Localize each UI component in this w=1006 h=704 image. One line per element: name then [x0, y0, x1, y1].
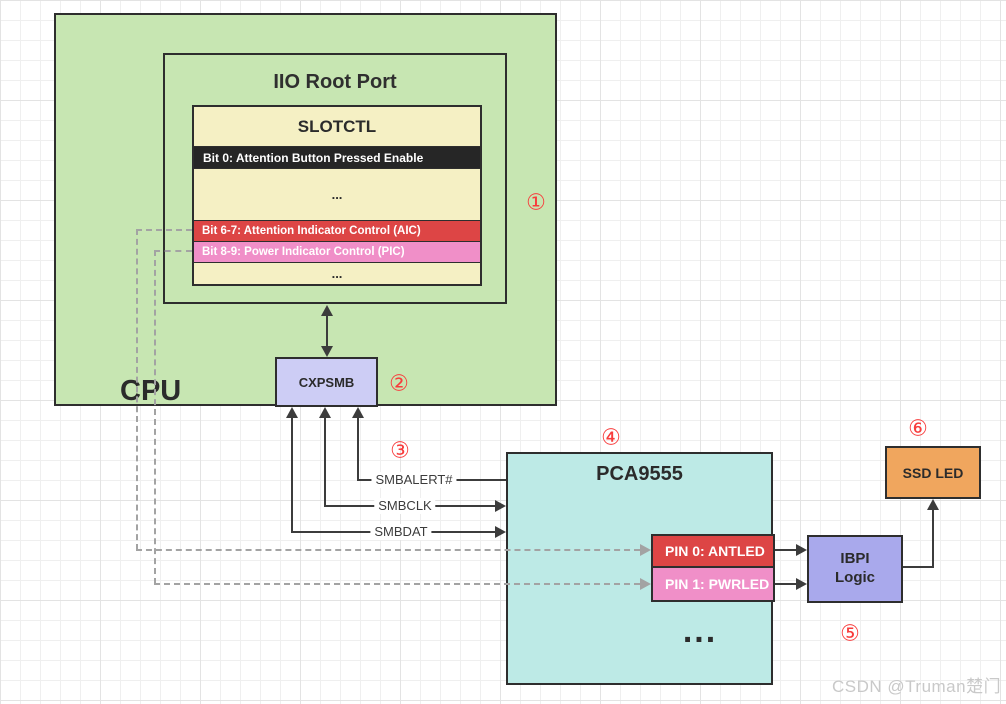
dashed-line	[154, 583, 640, 585]
arrowhead-right-icon	[640, 544, 651, 556]
slotctl-row-bit0: Bit 0: Attention Button Pressed Enable	[194, 146, 480, 168]
pca9555-pin1-pwrled: PIN 1: PWRLED	[651, 566, 775, 602]
ibpi-logic-block: IBPI Logic	[807, 535, 903, 603]
pca9555-ellipsis: ...	[682, 612, 718, 650]
arrowhead-up-icon	[927, 499, 939, 510]
arrowhead-right-icon	[796, 578, 807, 590]
dashed-line	[136, 549, 640, 551]
connector-line	[326, 314, 328, 348]
arrowhead-up-icon	[321, 305, 333, 316]
arrowhead-right-icon	[640, 578, 651, 590]
dashed-line	[136, 229, 138, 550]
slotctl-row-ellipsis-1: ...	[194, 168, 480, 220]
arrowhead-down-icon	[321, 346, 333, 357]
slotctl-title: SLOTCTL	[297, 116, 377, 136]
annotation-2: ②	[389, 371, 409, 397]
signal-label-smbdat: SMBDAT	[370, 524, 432, 540]
slotctl-row-ellipsis-2: ...	[194, 262, 480, 284]
arrowhead-up-icon	[319, 407, 331, 418]
watermark: CSDN @Truman楚门	[832, 677, 1002, 696]
ibpi-label-line2: Logic	[835, 569, 875, 586]
ssd-led-block: SSD LED	[885, 446, 981, 499]
pca9555-pin0-antled: PIN 0: ANTLED	[651, 534, 775, 568]
connector-line	[357, 416, 359, 481]
connector-line	[903, 566, 934, 568]
annotation-5: ⑤	[840, 621, 860, 647]
annotation-6: ⑥	[908, 416, 928, 442]
signal-label-smbalert: SMBALERT#	[371, 472, 457, 488]
connector-line	[324, 416, 326, 507]
signal-label-smbclk: SMBCLK	[374, 498, 436, 514]
connector-line	[775, 549, 796, 551]
cxpsmb-block: CXPSMB	[275, 357, 378, 407]
iio-root-port-title: IIO Root Port	[273, 71, 397, 93]
annotation-1: ①	[526, 190, 546, 216]
slotctl-row-aic: Bit 6-7: Attention Indicator Control (AI…	[194, 220, 480, 241]
slotctl-register: SLOTCTL Bit 0: Attention Button Pressed …	[192, 105, 482, 286]
connector-line	[775, 583, 796, 585]
dashed-line	[136, 229, 192, 231]
arrowhead-up-icon	[286, 407, 298, 418]
cpu-label: CPU	[120, 375, 182, 407]
connector-line	[932, 508, 934, 568]
arrowhead-right-icon	[495, 526, 506, 538]
annotation-4: ④	[601, 425, 621, 451]
dashed-line	[154, 250, 156, 584]
pca9555-title: PCA9555	[596, 463, 683, 485]
arrowhead-up-icon	[352, 407, 364, 418]
arrowhead-right-icon	[495, 500, 506, 512]
dashed-line	[154, 250, 192, 252]
annotation-3: ③	[390, 438, 410, 464]
arrowhead-right-icon	[796, 544, 807, 556]
connector-line	[291, 416, 293, 533]
ibpi-label-line1: IBPI	[840, 550, 870, 568]
slotctl-row-pic: Bit 8-9: Power Indicator Control (PIC)	[194, 241, 480, 262]
